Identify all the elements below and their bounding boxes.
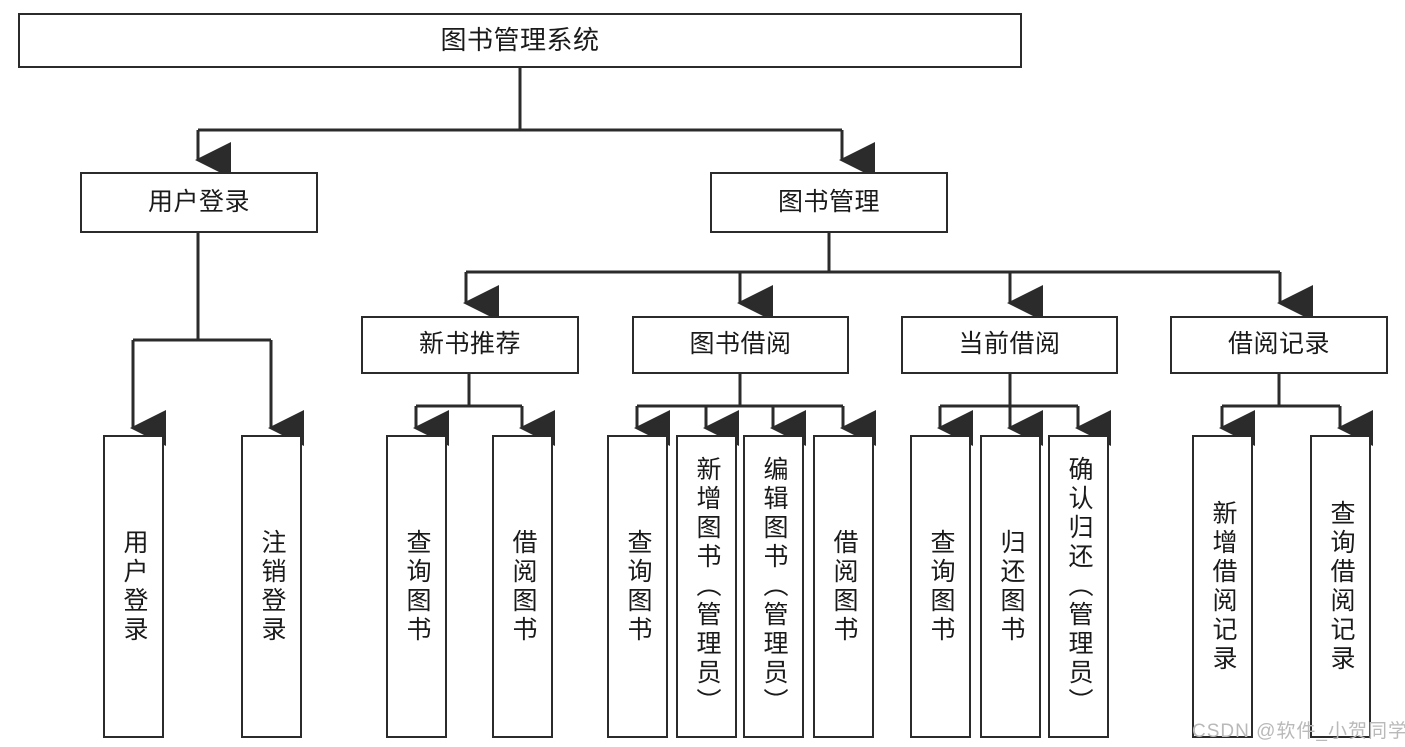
- node-leaf-query-book-3[interactable]: 查询图书: [910, 435, 971, 738]
- node-label: 借阅图书: [830, 528, 858, 645]
- node-label: 归还图书: [997, 528, 1025, 645]
- node-leaf-query-book-2[interactable]: 查询图书: [607, 435, 668, 738]
- node-leaf-add-book[interactable]: 新增图书（管理员）: [676, 435, 737, 738]
- node-label: 用户登录: [120, 528, 148, 645]
- node-label: 图书管理: [777, 187, 880, 216]
- node-label: 用户登录: [147, 187, 250, 216]
- node-leaf-borrow-book-2[interactable]: 借阅图书: [813, 435, 874, 738]
- node-leaf-add-record[interactable]: 新增借阅记录: [1192, 435, 1253, 738]
- node-label: 当前借阅: [958, 330, 1061, 359]
- node-label: 查询图书: [403, 528, 431, 645]
- node-label: 新书推荐: [418, 330, 521, 359]
- node-leaf-borrow-book-1[interactable]: 借阅图书: [492, 435, 553, 738]
- node-leaf-user-login[interactable]: 用户登录: [103, 435, 164, 738]
- node-label: 编辑图书（管理员）: [760, 456, 788, 717]
- node-book-manage[interactable]: 图书管理: [710, 172, 948, 233]
- node-borrow-record[interactable]: 借阅记录: [1170, 316, 1388, 374]
- node-leaf-query-record[interactable]: 查询借阅记录: [1310, 435, 1371, 738]
- node-book-borrow[interactable]: 图书借阅: [632, 316, 849, 374]
- node-leaf-confirm-return[interactable]: 确认归还（管理员）: [1048, 435, 1109, 738]
- csdn-watermark: CSDN @软件_小贺同学: [1192, 721, 1405, 742]
- node-label: 注销登录: [258, 528, 286, 645]
- node-label: 查询图书: [624, 528, 652, 645]
- node-current-borrow[interactable]: 当前借阅: [901, 316, 1118, 374]
- node-label: 查询图书: [927, 528, 955, 645]
- node-label: 借阅记录: [1227, 330, 1330, 359]
- node-new-book-recommend[interactable]: 新书推荐: [361, 316, 579, 374]
- node-label: 确认归还（管理员）: [1065, 456, 1093, 717]
- node-leaf-return-book[interactable]: 归还图书: [980, 435, 1041, 738]
- node-root-system[interactable]: 图书管理系统: [18, 13, 1022, 68]
- node-leaf-user-logout[interactable]: 注销登录: [241, 435, 302, 738]
- node-label: 新增图书（管理员）: [693, 456, 721, 717]
- node-label: 图书管理系统: [440, 25, 600, 56]
- node-leaf-edit-book[interactable]: 编辑图书（管理员）: [743, 435, 804, 738]
- node-leaf-query-book-1[interactable]: 查询图书: [386, 435, 447, 738]
- node-user-login[interactable]: 用户登录: [80, 172, 318, 233]
- node-label: 借阅图书: [509, 528, 537, 645]
- node-label: 新增借阅记录: [1209, 499, 1237, 674]
- node-label: 查询借阅记录: [1327, 499, 1355, 674]
- node-label: 图书借阅: [689, 330, 792, 359]
